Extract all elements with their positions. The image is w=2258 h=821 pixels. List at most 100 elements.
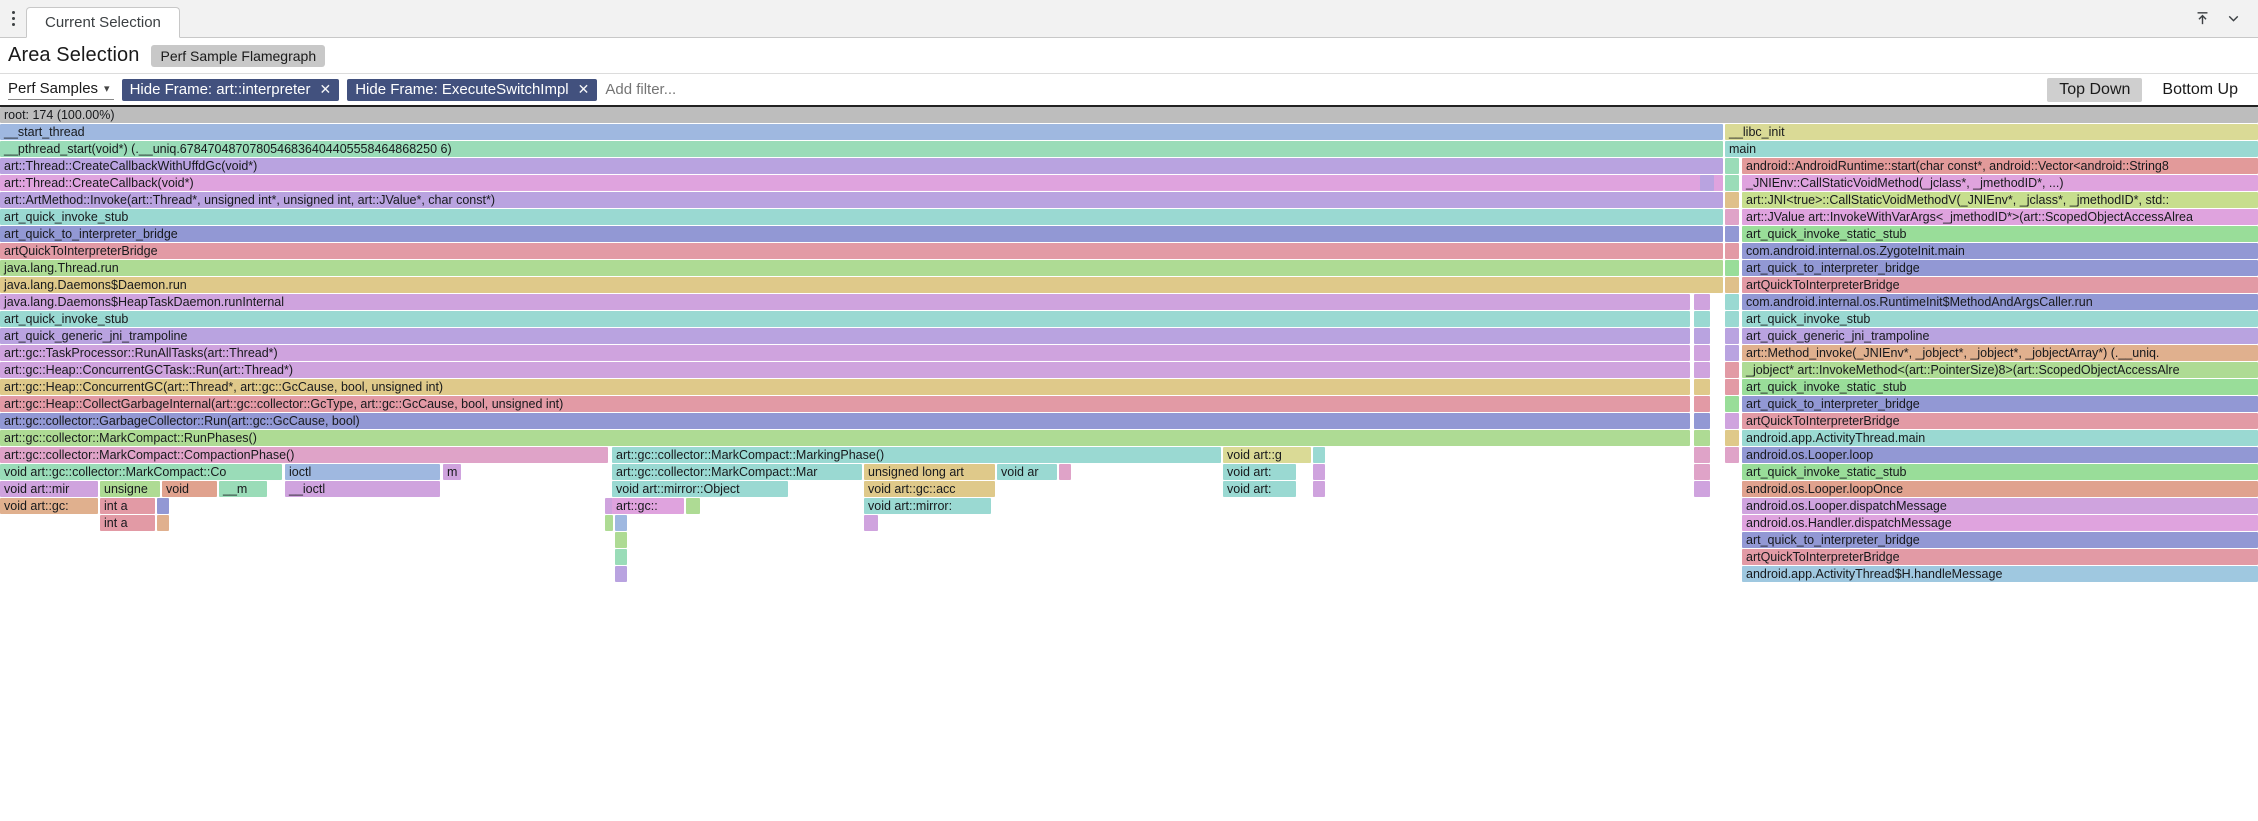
- flamegraph-node[interactable]: m: [443, 464, 461, 480]
- flamegraph-node[interactable]: void ar: [997, 464, 1057, 480]
- flamegraph-node[interactable]: [1725, 311, 1739, 327]
- flamegraph-node[interactable]: [1725, 379, 1739, 395]
- flamegraph-node[interactable]: void art::gc::collector::MarkCompact::Co: [0, 464, 282, 480]
- flamegraph-node[interactable]: [1313, 481, 1325, 497]
- flamegraph-node[interactable]: art::gc::Heap::ConcurrentGCTask::Run(art…: [0, 362, 1690, 378]
- flamegraph-node[interactable]: art::Thread::CreateCallbackWithUffdGc(vo…: [0, 158, 1723, 174]
- view-mode-top-down[interactable]: Top Down: [2047, 77, 2143, 102]
- flamegraph-node[interactable]: art::Method_invoke(_JNIEnv*, _jobject*, …: [1742, 345, 2258, 361]
- flamegraph-node[interactable]: artQuickToInterpreterBridge: [1742, 549, 2258, 565]
- flamegraph-node[interactable]: [1725, 294, 1739, 310]
- flamegraph-node[interactable]: [1694, 328, 1710, 344]
- flamegraph-node[interactable]: [1725, 328, 1739, 344]
- flamegraph-node[interactable]: art::gc::collector::MarkCompact::Marking…: [612, 447, 1221, 463]
- flamegraph-node[interactable]: android::AndroidRuntime::start(char cons…: [1742, 158, 2258, 174]
- flamegraph-node[interactable]: int a: [100, 515, 155, 531]
- flamegraph-node[interactable]: art_quick_invoke_stub: [0, 209, 1723, 225]
- flamegraph-node[interactable]: [1725, 209, 1739, 225]
- flamegraph-node[interactable]: [1694, 379, 1710, 395]
- flamegraph-node[interactable]: art_quick_invoke_stub: [1742, 311, 2258, 327]
- flamegraph-node[interactable]: [1059, 464, 1071, 480]
- flamegraph-node[interactable]: [1725, 226, 1739, 242]
- flamegraph-node[interactable]: [1700, 192, 1714, 208]
- flamegraph-node[interactable]: void art::mir: [0, 481, 98, 497]
- flamegraph-node[interactable]: art::gc::collector::MarkCompact::Compact…: [0, 447, 608, 463]
- flamegraph-node[interactable]: art::gc::collector::GarbageCollector::Ru…: [0, 413, 1690, 429]
- flamegraph-node[interactable]: [1313, 464, 1325, 480]
- flamegraph-node[interactable]: [1694, 362, 1710, 378]
- flamegraph-node[interactable]: [686, 498, 700, 514]
- flamegraph-node[interactable]: art::gc::Heap::CollectGarbageInternal(ar…: [0, 396, 1690, 412]
- flamegraph-node[interactable]: art_quick_invoke_static_stub: [1742, 464, 2258, 480]
- flamegraph-node[interactable]: art_quick_generic_jni_trampoline: [1742, 328, 2258, 344]
- flamegraph-node[interactable]: [1694, 311, 1710, 327]
- flamegraph-node[interactable]: [1694, 464, 1710, 480]
- flamegraph-node[interactable]: [1700, 243, 1714, 259]
- flamegraph-node[interactable]: android.os.Handler.dispatchMessage: [1742, 515, 2258, 531]
- flamegraph-node[interactable]: art_quick_to_interpreter_bridge: [1742, 396, 2258, 412]
- flamegraph-node[interactable]: void art::gc::acc: [864, 481, 995, 497]
- view-mode-bottom-up[interactable]: Bottom Up: [2162, 80, 2238, 98]
- close-icon[interactable]: ✕: [577, 80, 590, 97]
- flamegraph-node[interactable]: [1725, 158, 1739, 174]
- flamegraph-node[interactable]: art::gc::collector::MarkCompact::Mar: [612, 464, 862, 480]
- flamegraph-node[interactable]: [1694, 430, 1710, 446]
- flamegraph-node[interactable]: void: [162, 481, 217, 497]
- flamegraph-node[interactable]: [1725, 243, 1739, 259]
- perf-samples-select[interactable]: Perf Samples ▾: [8, 79, 114, 100]
- flamegraph-node[interactable]: art::Thread::CreateCallback(void*): [0, 175, 1723, 191]
- flamegraph-node[interactable]: [1725, 260, 1739, 276]
- flamegraph-node[interactable]: art::gc::Heap::ConcurrentGC(art::Thread*…: [0, 379, 1690, 395]
- filter-chip-hide-frame-executeswitchimpl[interactable]: Hide Frame: ExecuteSwitchImpl ✕: [347, 78, 598, 101]
- flamegraph-node[interactable]: android.os.Looper.loop: [1742, 447, 2258, 463]
- flamegraph-node[interactable]: com.android.internal.os.ZygoteInit.main: [1742, 243, 2258, 259]
- filter-chip-hide-frame-interpreter[interactable]: Hide Frame: art::interpreter ✕: [121, 78, 340, 101]
- flamegraph-node[interactable]: art_quick_invoke_stub: [0, 311, 1690, 327]
- flamegraph-node[interactable]: void art::mirror:: [864, 498, 991, 514]
- flamegraph-node[interactable]: [1725, 447, 1739, 463]
- flamegraph-node[interactable]: artQuickToInterpreterBridge: [1742, 413, 2258, 429]
- flamegraph-node[interactable]: [1725, 277, 1739, 293]
- flamegraph-node[interactable]: [615, 549, 627, 565]
- flamegraph-node[interactable]: unsigne: [100, 481, 160, 497]
- flamegraph-node[interactable]: void art::gc:: [0, 498, 98, 514]
- flamegraph-node[interactable]: [1725, 362, 1739, 378]
- collapse-up-icon[interactable]: [2194, 10, 2211, 27]
- flamegraph-mode-pill[interactable]: Perf Sample Flamegraph: [151, 44, 326, 67]
- flamegraph-node[interactable]: [157, 498, 169, 514]
- flamegraph-node[interactable]: art_quick_invoke_static_stub: [1742, 379, 2258, 395]
- flamegraph-node[interactable]: _jobject* art::InvokeMethod<(art::Pointe…: [1742, 362, 2258, 378]
- chevron-down-icon[interactable]: [2225, 10, 2242, 27]
- flamegraph-node[interactable]: java.lang.Daemons$Daemon.run: [0, 277, 1723, 293]
- flamegraph-node[interactable]: [864, 515, 878, 531]
- flamegraph-node[interactable]: [615, 532, 627, 548]
- flamegraph-node[interactable]: art_quick_invoke_static_stub: [1742, 226, 2258, 242]
- flamegraph-node[interactable]: __libc_init: [1725, 124, 2258, 140]
- flamegraph-node[interactable]: art::gc::: [612, 498, 684, 514]
- flamegraph-node[interactable]: art::JNI<true>::CallStaticVoidMethodV(_J…: [1742, 192, 2258, 208]
- flamegraph-node[interactable]: [1694, 396, 1710, 412]
- flamegraph-node[interactable]: [1700, 158, 1714, 174]
- flamegraph-node[interactable]: art_quick_to_interpreter_bridge: [0, 226, 1723, 242]
- flamegraph-root-node[interactable]: root: 174 (100.00%): [0, 107, 2258, 123]
- flamegraph-node[interactable]: [1725, 345, 1739, 361]
- tab-current-selection[interactable]: Current Selection: [26, 7, 180, 38]
- flamegraph-node[interactable]: [1313, 447, 1325, 463]
- flamegraph-node[interactable]: com.android.internal.os.RuntimeInit$Meth…: [1742, 294, 2258, 310]
- flamegraph-node[interactable]: [1725, 413, 1739, 429]
- flamegraph-node[interactable]: art::gc::collector::MarkCompact::RunPhas…: [0, 430, 1690, 446]
- flamegraph-node[interactable]: android.os.Looper.loopOnce: [1742, 481, 2258, 497]
- flamegraph-node[interactable]: art::ArtMethod::Invoke(art::Thread*, uns…: [0, 192, 1723, 208]
- flamegraph-node[interactable]: [1694, 345, 1710, 361]
- flamegraph-node[interactable]: [605, 515, 613, 531]
- flamegraph-node[interactable]: void art::mirror::Object: [612, 481, 788, 497]
- flamegraph-node[interactable]: __start_thread: [0, 124, 1723, 140]
- flamegraph-node[interactable]: ioctl: [285, 464, 440, 480]
- flamegraph-node[interactable]: [157, 515, 169, 531]
- flamegraph-node[interactable]: __m: [219, 481, 267, 497]
- flamegraph-node[interactable]: art_quick_to_interpreter_bridge: [1742, 260, 2258, 276]
- flamegraph-node[interactable]: java.lang.Daemons$HeapTaskDaemon.runInte…: [0, 294, 1690, 310]
- flamegraph-node[interactable]: void art:: [1223, 481, 1296, 497]
- flamegraph-node[interactable]: [1700, 209, 1714, 225]
- flamegraph-node[interactable]: [1725, 175, 1739, 191]
